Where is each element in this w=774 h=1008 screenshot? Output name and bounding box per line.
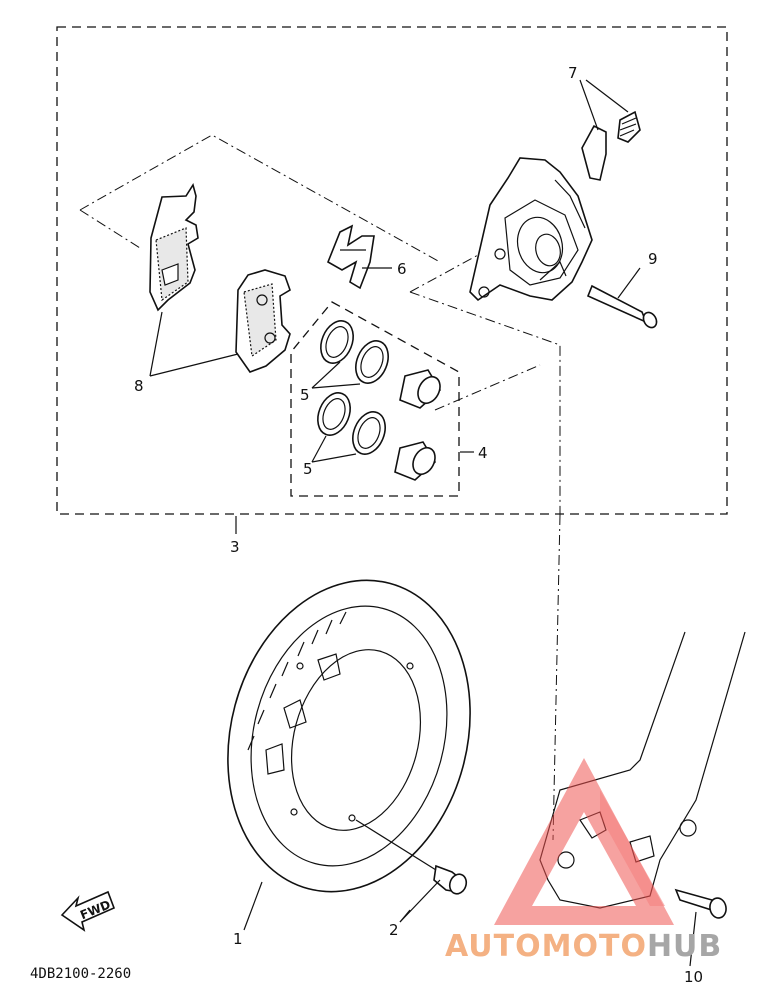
caliper-pistons: [394, 369, 442, 481]
callout-8: 8: [134, 377, 144, 395]
caliper-body: [469, 157, 593, 302]
callout-4: 4: [478, 444, 488, 462]
callout-9: 9: [648, 250, 658, 268]
leader-lines: [149, 79, 697, 967]
pad-spring: [326, 224, 375, 290]
seal-kit-dashed-box: [290, 301, 460, 497]
callout-2: 2: [389, 921, 399, 939]
callout-3: 3: [230, 538, 240, 556]
brake-pad-rear: [235, 269, 291, 373]
watermark-hub: HUB: [647, 929, 722, 964]
callout-5b: 5: [303, 460, 313, 478]
brake-disc: [227, 579, 471, 893]
watermark-logo: [494, 758, 674, 925]
bleed-screw: [581, 110, 641, 181]
reference-lines: [79, 134, 561, 841]
callout-7: 7: [568, 64, 578, 82]
piston-seals: [317, 320, 389, 455]
diagram-part-code: 4DB2100-2260: [30, 966, 131, 982]
watermark-auto: AUTO: [445, 929, 542, 964]
fwd-arrow: FWD: [60, 890, 116, 932]
callout-1: 1: [233, 930, 243, 948]
pad-pin-bolt: [586, 284, 658, 329]
caliper-assembly-dashed-box: [56, 26, 728, 515]
watermark-moto: MOTO: [542, 929, 647, 964]
callout-6: 6: [397, 260, 407, 278]
watermark-text: AUTOMOTOHUB: [445, 929, 722, 964]
caliper-mount-bolt: [674, 888, 727, 919]
callout-5a: 5: [300, 386, 310, 404]
callout-10: 10: [684, 968, 703, 986]
disc-bolt: [433, 864, 468, 895]
brake-pad-front: [149, 183, 199, 312]
